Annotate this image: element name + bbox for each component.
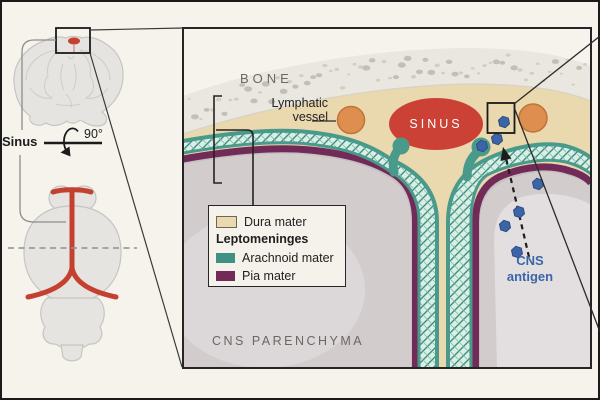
sinus-shape xyxy=(389,98,483,150)
antigen-dot xyxy=(497,115,511,129)
bone-speckles xyxy=(187,53,588,121)
antigen-dot xyxy=(490,132,504,146)
antigen-dot xyxy=(510,245,524,259)
pia-mater-right xyxy=(472,163,591,368)
sinus-label: SINUS xyxy=(409,117,463,131)
legend-header-leptomeninges: Leptomeninges xyxy=(216,232,309,246)
bone-label: BONE xyxy=(240,71,293,86)
arachnoid-swatch xyxy=(216,252,235,263)
zoom-connector-lines-right xyxy=(513,35,600,333)
lymphatic-vessel-label: Lymphatic vessel xyxy=(271,96,328,124)
sinus-zoom-box xyxy=(486,102,516,134)
arachnoid-mater-right xyxy=(448,144,591,368)
pia-mater-left xyxy=(183,145,419,368)
rotation-angle-label: 90° xyxy=(84,127,103,141)
antigen-arrowhead xyxy=(500,147,512,161)
rotation-90-icon xyxy=(44,127,102,157)
antigen-dot xyxy=(512,205,526,219)
legend-item-pia: Pia mater xyxy=(216,267,345,284)
sinus-side-label: Sinus xyxy=(2,134,38,149)
dorsal-sinus-lines xyxy=(25,187,119,300)
legend-box: Dura mater Leptomeninges Arachnoid mater… xyxy=(208,205,346,287)
cns-antigen-dots xyxy=(475,115,545,259)
zoom-connector-lines-left xyxy=(89,27,184,368)
cns-parenchyma-label: CNS PARENCHYMA xyxy=(212,334,365,348)
sinus-callout-line xyxy=(19,39,66,223)
legend-item-arachnoid: Arachnoid mater xyxy=(216,249,345,266)
main-panel-border xyxy=(182,27,592,369)
coronal-sinus-dot xyxy=(68,37,80,45)
lymphatic-vessel-right xyxy=(518,103,548,133)
dura-swatch xyxy=(216,215,237,228)
bone-region xyxy=(183,48,591,134)
cns-antigen-label: CNS antigen xyxy=(506,253,554,284)
lymphatic-vessel-left xyxy=(336,105,366,135)
antigen-dot xyxy=(475,139,489,153)
antigen-dot xyxy=(498,219,512,233)
dorsal-brain-view xyxy=(8,185,137,362)
meninges-bracket xyxy=(213,95,254,205)
pia-swatch xyxy=(216,270,235,281)
legend-item-dura: Dura mater xyxy=(216,213,345,230)
right-hemisphere xyxy=(446,142,591,368)
